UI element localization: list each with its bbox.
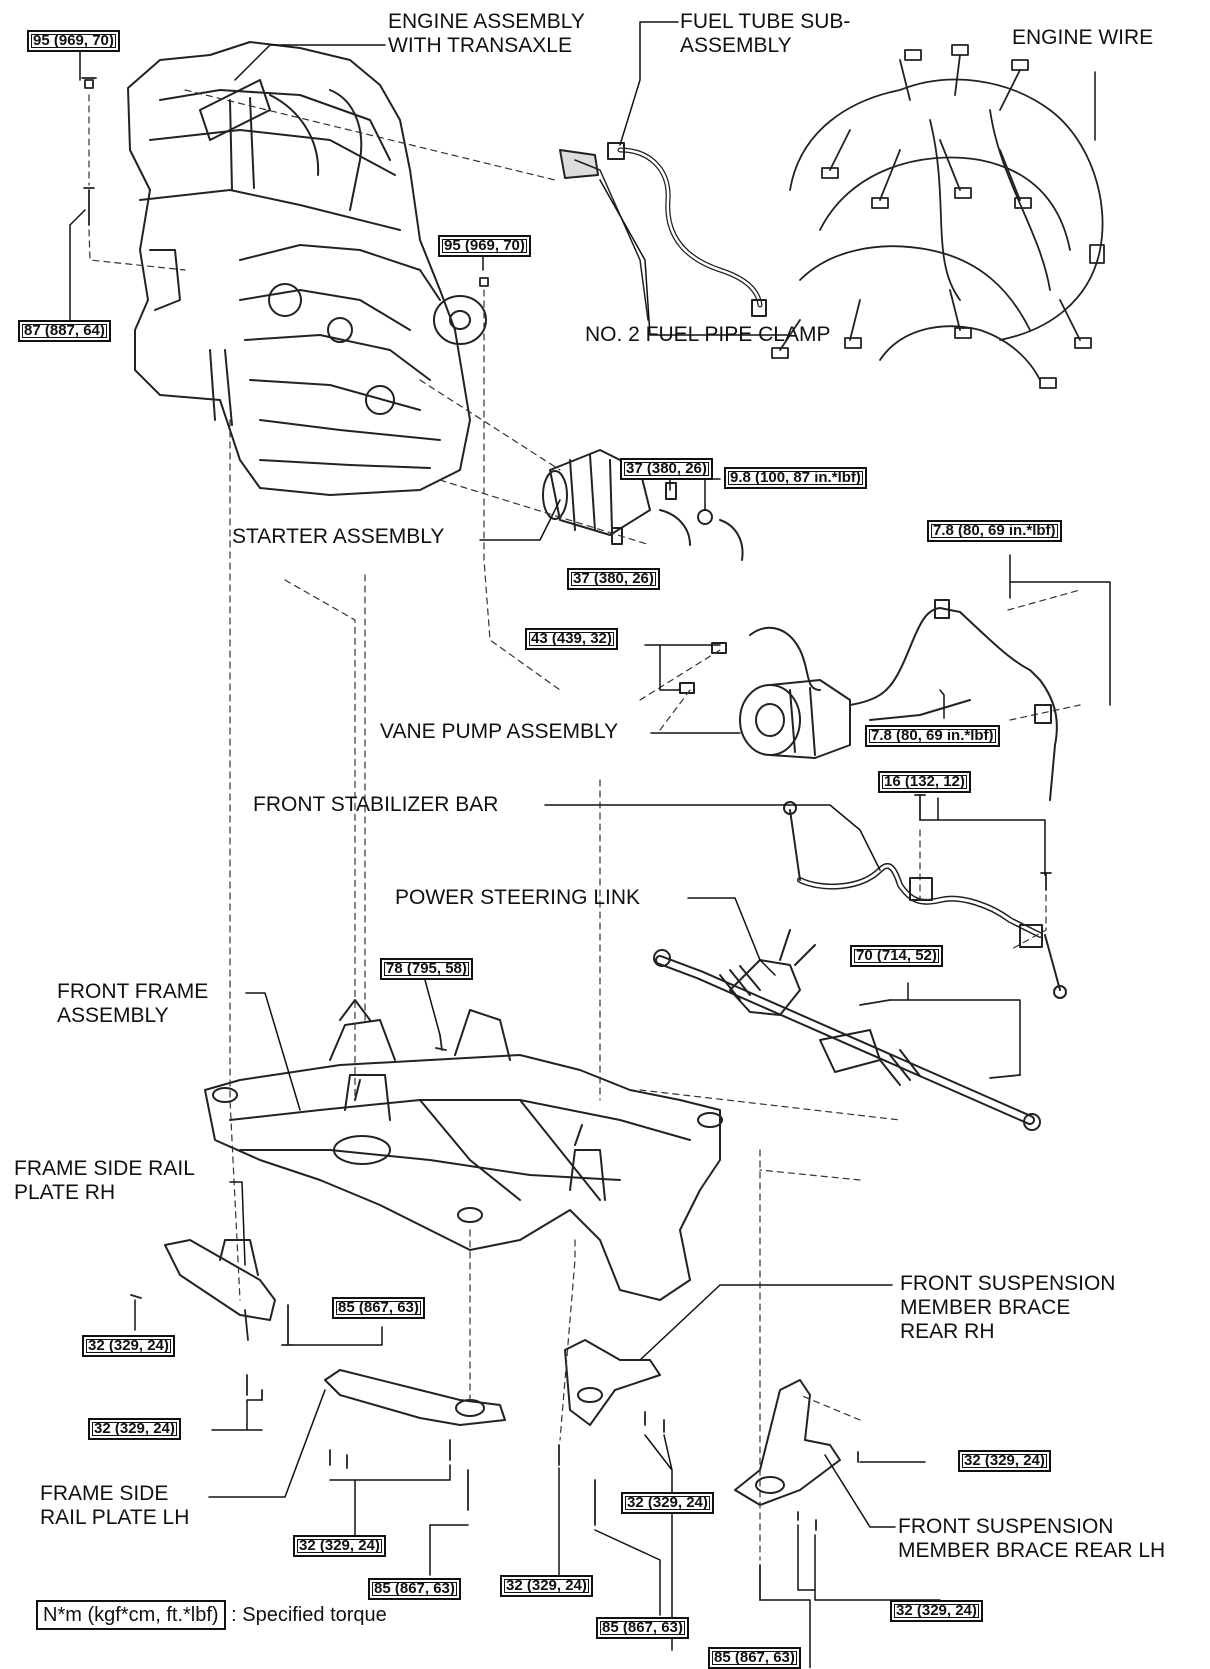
label-fuel-pipe-clamp: NO. 2 FUEL PIPE CLAMP (585, 323, 831, 346)
torque-brace-rh-bolt: 32 (329, 24) (500, 1575, 593, 1597)
torque-brace-rh: 32 (329, 24) (621, 1492, 714, 1514)
front-stabilizer-bar-drawing (783, 801, 1067, 999)
fuel-tube-drawing (559, 142, 767, 321)
torque-starter-top: 37 (380, 26) (620, 458, 713, 480)
starter-assembly-drawing (542, 449, 744, 561)
torque-brace-lh: 32 (329, 24) (890, 1600, 983, 1622)
label-engine-wire: ENGINE WIRE (1012, 26, 1154, 49)
torque-rail-plate-rh-bolt: 85 (867, 63) (332, 1297, 425, 1319)
front-frame-drawing (204, 999, 723, 1301)
torque-rail-plate-rh-front: 32 (329, 24) (82, 1335, 175, 1357)
torque-rail-plate-rh-lower: 32 (329, 24) (88, 1418, 181, 1440)
torque-engine-mount-nut: 95 (969, 70) (438, 235, 531, 257)
vane-pump-drawing (679, 599, 1058, 801)
torque-steering-link: 70 (714, 52) (850, 945, 943, 967)
frame-side-rail-plate-rh-drawing (164, 1239, 276, 1321)
label-power-steering-link: POWER STEERING LINK (395, 886, 641, 909)
torque-rail-plate-lh: 32 (329, 24) (293, 1535, 386, 1557)
torque-frame-mount: 78 (795, 58) (380, 958, 473, 980)
torque-vane-pump: 43 (439, 32) (525, 628, 618, 650)
member-brace-rear-rh-drawing (564, 1339, 661, 1426)
engine-wire-drawing (771, 44, 1105, 389)
torque-brace-rh-lower-bolt: 85 (867, 63) (596, 1617, 689, 1639)
torque-hose-clamp-upper: 7.8 (80, 69 in.*lbf) (927, 520, 1062, 542)
leader-lines (69, 21, 1111, 1668)
torque-stabilizer-bar: 16 (132, 12) (878, 771, 971, 793)
torque-starter-bottom: 37 (380, 26) (567, 568, 660, 590)
legend-description: : Specified torque (231, 1604, 387, 1626)
legend-unit-box: N*m (kgf*cm, ft.*lbf) (36, 1600, 226, 1630)
frame-side-rail-plate-lh-drawing (324, 1369, 506, 1426)
torque-hose-clamp-lower: 7.8 (80, 69 in.*lbf) (865, 725, 1000, 747)
label-fuel-tube: FUEL TUBE SUB-ASSEMBLY (680, 10, 851, 57)
torque-starter-terminal: 9.8 (100, 87 in.*lbf) (724, 467, 867, 489)
torque-brace-lh-front: 32 (329, 24) (958, 1450, 1051, 1472)
power-steering-link-drawing (653, 929, 1041, 1131)
member-brace-rear-lh-drawing (734, 1379, 841, 1506)
alignment-lines (88, 89, 1081, 1561)
fasteners (81, 77, 1052, 1601)
label-vane-pump: VANE PUMP ASSEMBLY (380, 720, 619, 743)
label-starter-assembly: STARTER ASSEMBLY (232, 525, 445, 548)
torque-engine-side-bolt: 87 (887, 64) (18, 320, 111, 342)
torque-brace-lh-lower-bolt: 85 (867, 63) (708, 1647, 801, 1669)
engine-assembly-drawing (127, 41, 487, 496)
label-front-stabilizer-bar: FRONT STABILIZER BAR (253, 793, 499, 816)
torque-engine-top-left: 95 (969, 70) (27, 30, 120, 52)
torque-legend: N*m (kgf*cm, ft.*lbf) : Specified torque (36, 1600, 387, 1630)
torque-rail-plate-lh-bolt: 85 (867, 63) (368, 1578, 461, 1600)
